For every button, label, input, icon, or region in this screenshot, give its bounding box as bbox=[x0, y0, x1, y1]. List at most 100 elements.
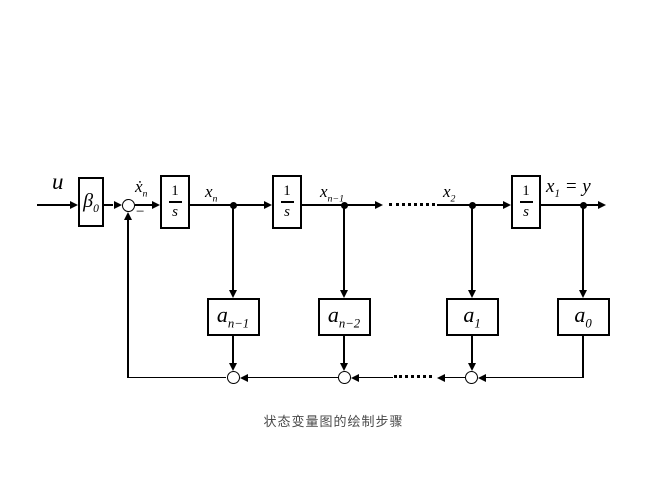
arrowhead-into-an1-icon bbox=[229, 290, 237, 298]
arrowhead-into-sumA-right-icon bbox=[350, 373, 359, 382]
line-an2-to-sum bbox=[343, 336, 345, 363]
dotted-continuation-main bbox=[389, 203, 435, 206]
out-sub: 1 bbox=[554, 187, 560, 200]
feedback-rise-line bbox=[127, 220, 129, 378]
arrowhead-into-sum-icon bbox=[113, 201, 122, 209]
line-sumC-to-corner bbox=[127, 376, 227, 379]
a0-sub: 0 bbox=[585, 316, 592, 331]
integrator3-numerator: 1 bbox=[522, 182, 530, 199]
line-sumA-to-sumC bbox=[247, 376, 338, 379]
arrowhead-into-sumC-icon bbox=[229, 363, 237, 371]
integrator3-fraction: 1 s bbox=[519, 182, 533, 221]
x2-base: x bbox=[443, 182, 451, 201]
drop-line-an2 bbox=[343, 205, 345, 291]
summing-junction-a bbox=[337, 371, 351, 384]
a0-label: a0 bbox=[574, 302, 591, 331]
line-gain-to-sum bbox=[104, 204, 113, 206]
line-into-sumA bbox=[358, 376, 393, 379]
gain-sub: 0 bbox=[93, 201, 99, 215]
integrator-block-2: 1 s bbox=[272, 175, 302, 229]
integrator-block-3: 1 s bbox=[511, 175, 541, 229]
drop-line-a0 bbox=[582, 205, 584, 291]
arrowhead-into-a1-icon bbox=[468, 290, 476, 298]
signal-label-xn-minus-1: xn−1 bbox=[320, 183, 344, 204]
line-a0-down bbox=[582, 336, 584, 378]
line-a1-to-sum bbox=[471, 336, 473, 363]
line-an1-to-sum bbox=[232, 336, 234, 363]
arrowhead-into-sumB-right-icon bbox=[478, 373, 486, 382]
gain-block-beta0: β0 bbox=[78, 177, 104, 227]
line-integrator2-out bbox=[302, 204, 376, 206]
an1-base: a bbox=[216, 302, 228, 328]
fraction-bar bbox=[280, 201, 294, 203]
drop-line-an1 bbox=[232, 205, 234, 291]
input-signal-label: u bbox=[52, 170, 64, 193]
an2-base: a bbox=[327, 302, 339, 328]
summing-junction-b bbox=[465, 371, 478, 384]
arrowhead-into-main-sum-icon bbox=[124, 211, 132, 220]
arrowhead-output-icon bbox=[598, 201, 606, 209]
arrowhead-into-integrator3-icon bbox=[503, 201, 511, 209]
xdot-base: ẋ bbox=[135, 177, 143, 196]
xn-sub: n bbox=[212, 193, 218, 205]
line-a0-to-sumB bbox=[486, 376, 583, 379]
signal-label-output: x1 = y bbox=[546, 177, 591, 200]
integrator1-fraction: 1 s bbox=[168, 182, 182, 221]
a1-label: a1 bbox=[463, 302, 480, 331]
xn1-sub: n−1 bbox=[327, 193, 345, 205]
out-equals: = y bbox=[564, 176, 591, 197]
a0-base: a bbox=[574, 302, 586, 328]
arrowhead-into-sumA-icon bbox=[340, 363, 348, 371]
drop-line-a1 bbox=[471, 205, 473, 291]
arrowhead-into-integrator2-icon bbox=[264, 201, 272, 209]
dotted-continuation-bottom bbox=[394, 375, 432, 379]
integrator-block-1: 1 s bbox=[160, 175, 190, 229]
arrowhead-into-gain-icon bbox=[70, 201, 78, 209]
out-base: x bbox=[546, 176, 555, 197]
an2-label: an−2 bbox=[328, 302, 360, 331]
integrator2-denominator: s bbox=[284, 203, 290, 220]
signal-label-xdot-n: ẋn bbox=[135, 178, 147, 199]
xn1-base: x bbox=[320, 182, 328, 201]
feedback-block-a1: a1 bbox=[445, 298, 499, 336]
an1-label: an−1 bbox=[217, 302, 249, 331]
arrowhead-into-an2-icon bbox=[340, 290, 348, 298]
arrowhead-bottom-dots-icon bbox=[437, 373, 445, 382]
arrowhead-into-a0-icon bbox=[579, 290, 587, 298]
line-sum-to-integrator1 bbox=[135, 204, 152, 206]
integrator1-denominator: s bbox=[172, 203, 178, 220]
integrator2-numerator: 1 bbox=[283, 182, 291, 199]
minus-sign-label: − bbox=[136, 205, 144, 220]
xdot-sub: n bbox=[142, 188, 148, 200]
input-label-text: u bbox=[52, 169, 64, 194]
arrowhead-into-sumB-icon bbox=[467, 363, 476, 371]
an2-sub: n−2 bbox=[338, 316, 361, 331]
integrator1-numerator: 1 bbox=[171, 182, 179, 199]
xn-base: x bbox=[205, 182, 213, 201]
line-output bbox=[541, 204, 598, 206]
main-summing-junction bbox=[121, 198, 135, 212]
feedback-block-an1: an−1 bbox=[206, 298, 260, 336]
feedback-block-a0: a0 bbox=[556, 298, 610, 336]
signal-label-xn: xn bbox=[205, 183, 217, 204]
gain-block-label: β0 bbox=[83, 190, 99, 215]
feedback-block-an2: an−2 bbox=[317, 298, 371, 336]
fraction-bar bbox=[168, 201, 182, 203]
a1-sub: 1 bbox=[474, 316, 481, 331]
integrator3-denominator: s bbox=[523, 203, 529, 220]
arrowhead-into-sumC-right-icon bbox=[239, 373, 248, 382]
arrowhead-main-dots-icon bbox=[375, 201, 383, 209]
arrowhead-into-integrator1-icon bbox=[152, 201, 160, 209]
line-integrator1-out bbox=[190, 204, 265, 206]
caption-text: 状态变量图的绘制步骤 bbox=[263, 414, 404, 429]
x2-sub: 2 bbox=[450, 193, 456, 205]
a1-base: a bbox=[463, 302, 475, 328]
an1-sub: n−1 bbox=[227, 316, 250, 331]
integrator2-fraction: 1 s bbox=[280, 182, 294, 221]
minus-sign-text: − bbox=[136, 204, 145, 220]
diagram-caption: 状态变量图的绘制步骤 bbox=[0, 411, 667, 430]
signal-label-x2: x2 bbox=[443, 183, 455, 204]
fraction-bar bbox=[519, 201, 533, 203]
gain-base: β bbox=[83, 189, 94, 212]
